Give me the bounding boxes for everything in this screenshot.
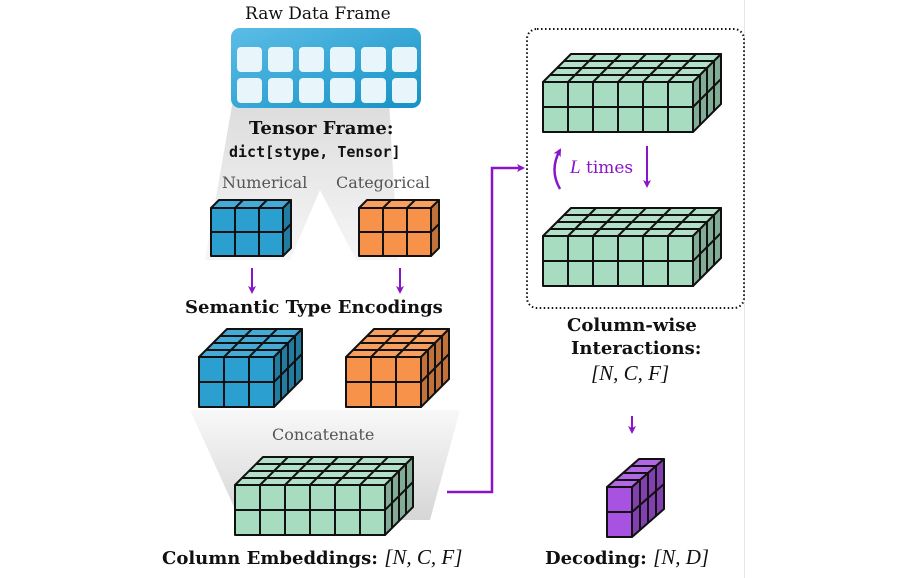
cube-grid-line (273, 353, 303, 383)
interactions-title-line2: Interactions: (571, 338, 702, 359)
categorical-tensor-cube (358, 199, 440, 257)
raw-data-frame-title: Raw Data Frame (245, 4, 391, 24)
decoding-title: Decoding: [N, D] (545, 545, 709, 570)
concatenate-label: Concatenate (272, 425, 375, 444)
interactions-shape: [N, C, F] (591, 361, 670, 385)
decoding-shape: [N, D] (653, 545, 710, 569)
numerical-tensor-cube (210, 199, 292, 257)
raw-frame-cell (361, 47, 386, 72)
page-divider (744, 0, 745, 578)
categorical-encoding-cube (345, 328, 450, 408)
column-embeddings-shape: [N, C, F] (384, 545, 463, 569)
cube-top-face (358, 199, 440, 209)
loop-arrow-up (553, 148, 562, 190)
interactions-bottom-cube (542, 207, 722, 287)
decoding-label: Decoding: (545, 548, 647, 569)
raw-frame-cell (392, 47, 417, 72)
raw-data-frame (231, 28, 421, 108)
cube-grid-line (631, 483, 665, 513)
raw-frame-cell (237, 47, 262, 72)
cube-grid-line (258, 199, 268, 209)
cube-grid-line (234, 199, 244, 209)
stype-numerical-label: Numerical (222, 173, 308, 192)
cube-grid-line (382, 199, 392, 209)
loop-label-text: times (585, 158, 634, 178)
cube-top-face (210, 199, 292, 209)
tensor-frame-type: dict[stype, Tensor] (229, 143, 401, 161)
column-embeddings-cube (234, 456, 414, 536)
cube-grid-line (430, 223, 440, 233)
interactions-box (526, 28, 745, 309)
loop-label-var: L (570, 157, 581, 178)
raw-frame-cell (237, 78, 262, 103)
cube-grid-line (420, 353, 450, 383)
cube-grid-line (406, 199, 416, 209)
raw-frame-cell (299, 47, 324, 72)
column-embeddings-title: Column Embeddings: [N, C, F] (162, 545, 462, 570)
raw-frame-cell (268, 78, 293, 103)
interactions-top-cube (542, 53, 722, 133)
loop-label: L times (570, 157, 633, 179)
raw-frame-cell (392, 78, 417, 103)
cube-grid-line (692, 232, 722, 262)
semantic-encodings-title: Semantic Type Encodings (185, 297, 443, 318)
interactions-title-line1: Column-wise (567, 315, 697, 336)
numerical-encoding-cube (198, 328, 303, 408)
decoding-cube (606, 458, 665, 538)
cube-grid-line (692, 78, 722, 108)
cube-grid-line (384, 481, 414, 511)
arrow-to-interactions (447, 164, 525, 494)
raw-frame-cell (330, 78, 355, 103)
cube-grid-line (282, 223, 292, 233)
raw-frame-cell (299, 78, 324, 103)
raw-frame-cell (361, 78, 386, 103)
tensor-frame-title: Tensor Frame: (249, 118, 394, 139)
raw-frame-cell (330, 47, 355, 72)
raw-frame-cell (268, 47, 293, 72)
stype-categorical-label: Categorical (336, 173, 430, 192)
column-embeddings-label: Column Embeddings: (162, 548, 378, 569)
